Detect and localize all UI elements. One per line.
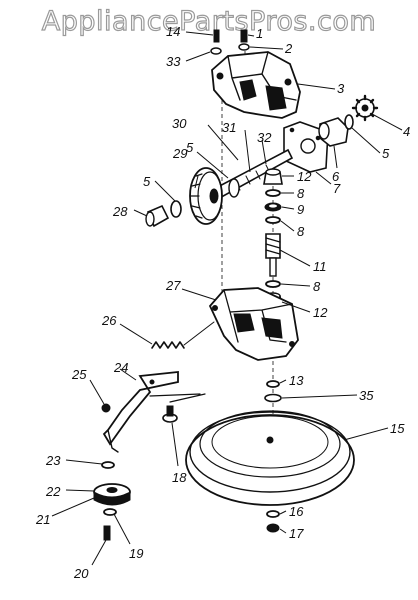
ring-part-9 xyxy=(264,202,282,212)
washer-part-8-c xyxy=(265,280,281,288)
callout-22: 22 xyxy=(45,484,61,499)
bushing-part-6 xyxy=(318,117,349,147)
worm-gear-part-11 xyxy=(265,233,281,277)
callout-4: 4 xyxy=(403,124,410,139)
washer-part-5-right xyxy=(344,114,354,130)
callout-13: 13 xyxy=(289,373,304,388)
spacer-part-18 xyxy=(162,405,178,423)
callout-31: 31 xyxy=(222,120,236,135)
callout-25: 25 xyxy=(71,367,87,382)
callout-20: 20 xyxy=(73,566,89,581)
washer-part-8-a xyxy=(265,189,281,197)
callout-1: 1 xyxy=(256,26,263,41)
watermark-text: AppliancePartsPros.com xyxy=(41,5,377,37)
callout-2: 2 xyxy=(284,41,293,56)
callout-16: 16 xyxy=(289,504,304,519)
callout-26: 26 xyxy=(101,313,117,328)
spring-part-26 xyxy=(151,321,215,349)
gear-part-4 xyxy=(351,94,379,122)
callout-8-a: 8 xyxy=(297,186,305,201)
bearing-part-12-top xyxy=(263,168,283,185)
pulley-part-15 xyxy=(185,410,355,506)
washer-part-35 xyxy=(264,393,282,403)
callout-12-bottom: 12 xyxy=(313,305,328,320)
idler-pulley-part-22 xyxy=(93,483,131,506)
screw-part-1 xyxy=(240,29,248,43)
washer-part-8-b xyxy=(265,216,281,224)
callout-32: 32 xyxy=(257,130,272,145)
callout-5-right: 5 xyxy=(382,146,390,161)
stud-part-25 xyxy=(101,403,111,413)
callout-17: 17 xyxy=(289,526,304,541)
washer-part-16 xyxy=(266,510,280,518)
callout-35: 35 xyxy=(359,388,374,403)
callout-11: 11 xyxy=(313,259,327,274)
nut-part-17 xyxy=(266,523,280,533)
callout-19: 19 xyxy=(129,546,143,561)
callout-23: 23 xyxy=(45,453,61,468)
callout-24: 24 xyxy=(113,360,128,375)
bevel-gear-part-29 xyxy=(189,167,223,225)
callout-30: 30 xyxy=(172,116,187,131)
callout-27: 27 xyxy=(165,278,181,293)
callout-21: 21 xyxy=(35,512,50,527)
lower-housing-part-27 xyxy=(208,287,299,361)
idler-bracket-part-24 xyxy=(102,371,206,453)
washer-part-23 xyxy=(101,461,115,469)
washer-part-5-left xyxy=(170,200,182,218)
upper-housing-part-3 xyxy=(211,51,301,119)
callout-8-b: 8 xyxy=(297,224,305,239)
screw-part-14 xyxy=(213,29,220,43)
callout-5-left: 5 xyxy=(143,174,151,189)
leader-lines xyxy=(51,31,403,566)
callout-labels: 14 1 33 2 3 4 5 30 31 32 6 7 29 5 12 8 9… xyxy=(35,24,410,581)
callout-8-c: 8 xyxy=(313,279,321,294)
callout-15: 15 xyxy=(390,421,405,436)
plate-part-7 xyxy=(283,121,329,173)
callout-3: 3 xyxy=(337,81,345,96)
callout-9: 9 xyxy=(297,202,304,217)
washer-part-33 xyxy=(210,47,222,55)
callout-28: 28 xyxy=(112,204,128,219)
callout-29: 29 xyxy=(172,146,187,161)
callout-14: 14 xyxy=(166,24,180,39)
callout-7: 7 xyxy=(333,181,341,196)
callout-18: 18 xyxy=(172,470,187,485)
callout-6: 6 xyxy=(332,169,340,184)
washer-part-2 xyxy=(238,43,250,51)
bolt-part-20 xyxy=(103,525,111,541)
collar-part-28 xyxy=(145,204,170,228)
washer-part-13 xyxy=(266,380,280,388)
washer-part-19 xyxy=(103,508,117,516)
callout-12-top: 12 xyxy=(297,169,312,184)
callout-5-mid: 5 xyxy=(186,140,194,155)
callout-33: 33 xyxy=(166,54,181,69)
